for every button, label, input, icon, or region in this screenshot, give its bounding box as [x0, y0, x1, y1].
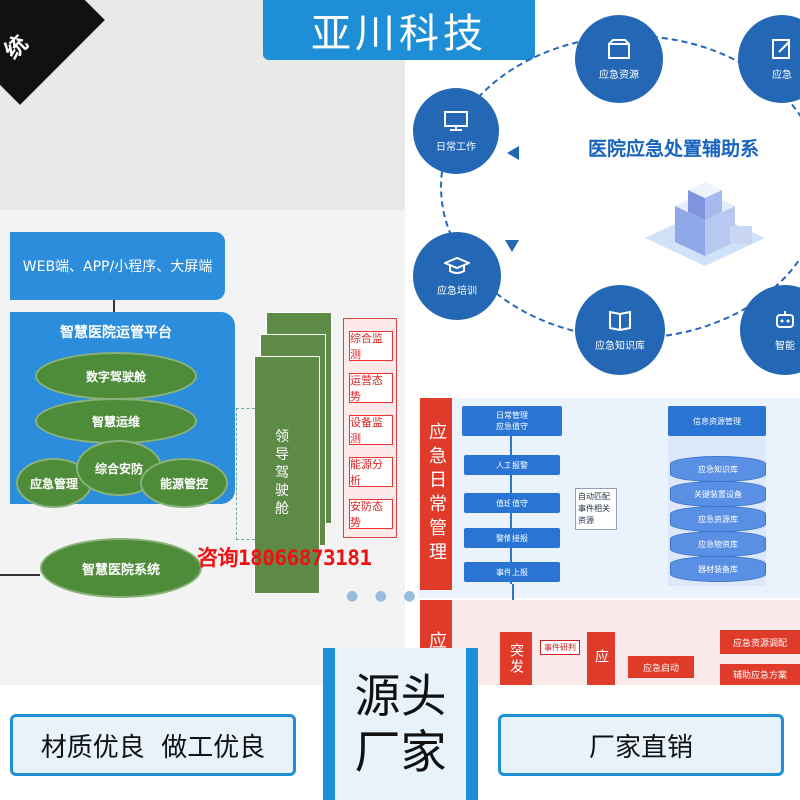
circle-label: 应急知识库	[595, 340, 645, 352]
book-icon	[609, 310, 631, 331]
burst-event: 突发	[500, 632, 532, 685]
flow-top-box: 日常管理 应急值守	[462, 406, 562, 436]
auto-match-note: 自动匹配事件相关资源	[575, 488, 617, 530]
info-resource-header: 信息资源管理	[668, 406, 766, 436]
brand-banner: 亚川科技	[263, 0, 535, 60]
arrow-marker	[505, 240, 519, 252]
flow-side-title: 应急日常管理	[420, 398, 452, 590]
flow-step: 警情接报	[464, 528, 560, 548]
monitor-icon	[444, 110, 468, 131]
db-item: 器材装备库	[670, 556, 766, 582]
ellipse-hospital-system: 智慧医院系统	[40, 538, 202, 598]
emergency-start: 应急启动	[628, 656, 694, 678]
db-item: 应急知识库	[670, 456, 766, 482]
monitor-item: 综合监测	[349, 331, 393, 361]
platform-title: 智慧医院运管平台	[60, 325, 172, 341]
direct-sale-pill: 厂家直销	[498, 714, 784, 776]
source-factory-inner: 源头 厂家	[335, 648, 466, 800]
flow-top-line: 应急值守	[496, 422, 528, 431]
ellipse-energy: 能源管控	[140, 458, 228, 508]
flow-line	[510, 436, 512, 584]
db-item: 应急资源库	[670, 506, 766, 532]
monitor-item: 能源分析	[349, 457, 393, 487]
leader-cockpit-label: 领导驾驶舱	[275, 429, 289, 517]
robot-icon	[776, 310, 794, 328]
arrow-line	[0, 574, 40, 576]
db-item: 应急物资库	[670, 531, 766, 557]
circle-emergency: 应急	[738, 15, 800, 103]
circle-label: 应急培训	[437, 285, 477, 297]
flow-step: 人工报警	[464, 455, 560, 475]
circle-knowledge: 应急知识库	[575, 285, 665, 375]
flow-step: 值班值守	[464, 493, 560, 513]
flow-step: 事件上报	[464, 562, 560, 582]
quality-pill: 材质优良 做工优良	[10, 714, 296, 776]
right-title: 医院应急处置辅助系	[588, 138, 760, 160]
hospital-building-illustration	[640, 176, 770, 268]
source-line: 源头	[354, 669, 447, 723]
monitor-list: 综合监测 运营态势 设备监测 能源分析 安防态势	[343, 318, 397, 538]
leader-cockpit	[254, 356, 320, 594]
web-app-bar: WEB端、APP/小程序、大屏端	[10, 232, 225, 300]
circle-label: 智能	[775, 340, 795, 352]
respond-box: 应	[587, 632, 615, 685]
circle-training: 应急培训	[413, 232, 501, 320]
circle-daily-work: 日常工作	[413, 88, 499, 174]
dots-decor: ● ● ●	[346, 588, 422, 604]
connector-arrow	[113, 300, 115, 312]
assist-plan: 辅助应急方案	[720, 664, 800, 685]
circle-resources: 应急资源	[575, 15, 663, 103]
source-line: 厂家	[354, 725, 447, 779]
ellipse-dashboard: 数字驾驶舱	[35, 352, 197, 400]
flow-top-line: 日常管理	[496, 411, 528, 420]
graduation-cap-icon	[444, 256, 470, 274]
ellipse-smart-ops: 智慧运维	[35, 398, 197, 444]
consult-phone: 咨询18066873181	[197, 546, 372, 570]
bracket-line	[236, 408, 255, 540]
resource-dispatch: 应急资源调配	[720, 630, 800, 654]
source-factory-block: 源头 厂家	[323, 648, 478, 800]
monitor-item: 运营态势	[349, 373, 393, 403]
monitor-item: 安防态势	[349, 499, 393, 529]
edit-icon	[772, 38, 790, 59]
db-item: 关键装置设备	[670, 481, 766, 507]
box-icon	[608, 38, 630, 59]
arrow-marker	[507, 146, 519, 160]
circle-label: 应急资源	[599, 69, 639, 81]
circle-label: 应急	[772, 69, 792, 81]
circle-label: 日常工作	[436, 141, 476, 153]
event-study-label: 事件研判	[540, 640, 580, 655]
monitor-item: 设备监测	[349, 415, 393, 445]
